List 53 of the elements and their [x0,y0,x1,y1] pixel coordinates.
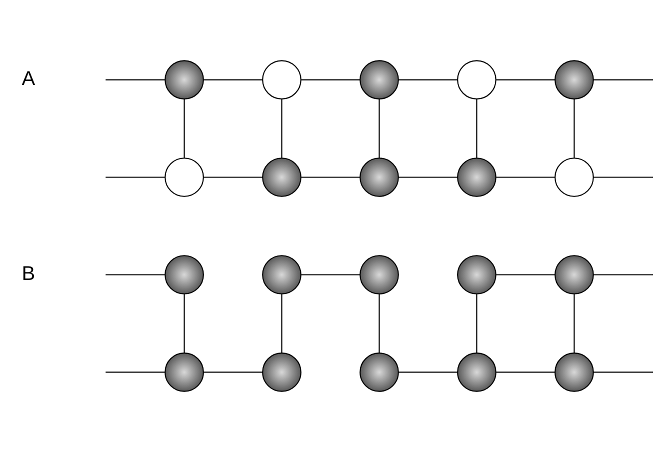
node-dot [262,254,302,294]
connector [184,98,185,158]
node-dot [554,352,594,392]
connector [106,274,165,275]
node-dot [360,254,399,294]
connector [496,176,555,178]
connector [204,78,263,80]
node-dot [164,254,204,294]
node-circle [457,60,496,99]
node-circle [262,60,302,99]
connector [593,176,653,178]
node-circle [164,157,204,196]
node-dot [360,352,399,392]
connector [281,294,282,352]
connector [593,274,653,275]
connector [106,371,165,372]
connector [593,78,653,80]
node-circle [554,157,594,196]
node-dot [262,157,302,196]
label: B [22,262,36,284]
node-dot [554,60,594,99]
connector [496,274,555,275]
connector [476,294,478,352]
connector [574,294,575,352]
connector [378,98,380,158]
connector [301,176,360,178]
node-dot [360,157,399,196]
node-dot [554,254,594,294]
connector [398,176,458,178]
connector [476,98,478,158]
node-dot [262,352,302,392]
node-dot [457,157,496,196]
connector [204,176,263,178]
node-dot [360,60,399,99]
connector [398,371,458,372]
node-dot [164,60,204,99]
connector [301,78,360,80]
node-dot [457,254,496,294]
connector [106,176,165,178]
connector [398,78,458,80]
connector [496,78,555,80]
label: A [22,67,36,90]
connector [301,274,360,275]
connector [496,371,555,372]
connector [593,371,653,372]
node-dot [164,352,204,392]
connector [204,371,263,372]
node-dot [457,352,496,392]
connector [574,98,575,158]
connector [184,294,185,352]
connector [378,294,380,352]
connector [281,98,282,158]
connector [106,78,165,80]
